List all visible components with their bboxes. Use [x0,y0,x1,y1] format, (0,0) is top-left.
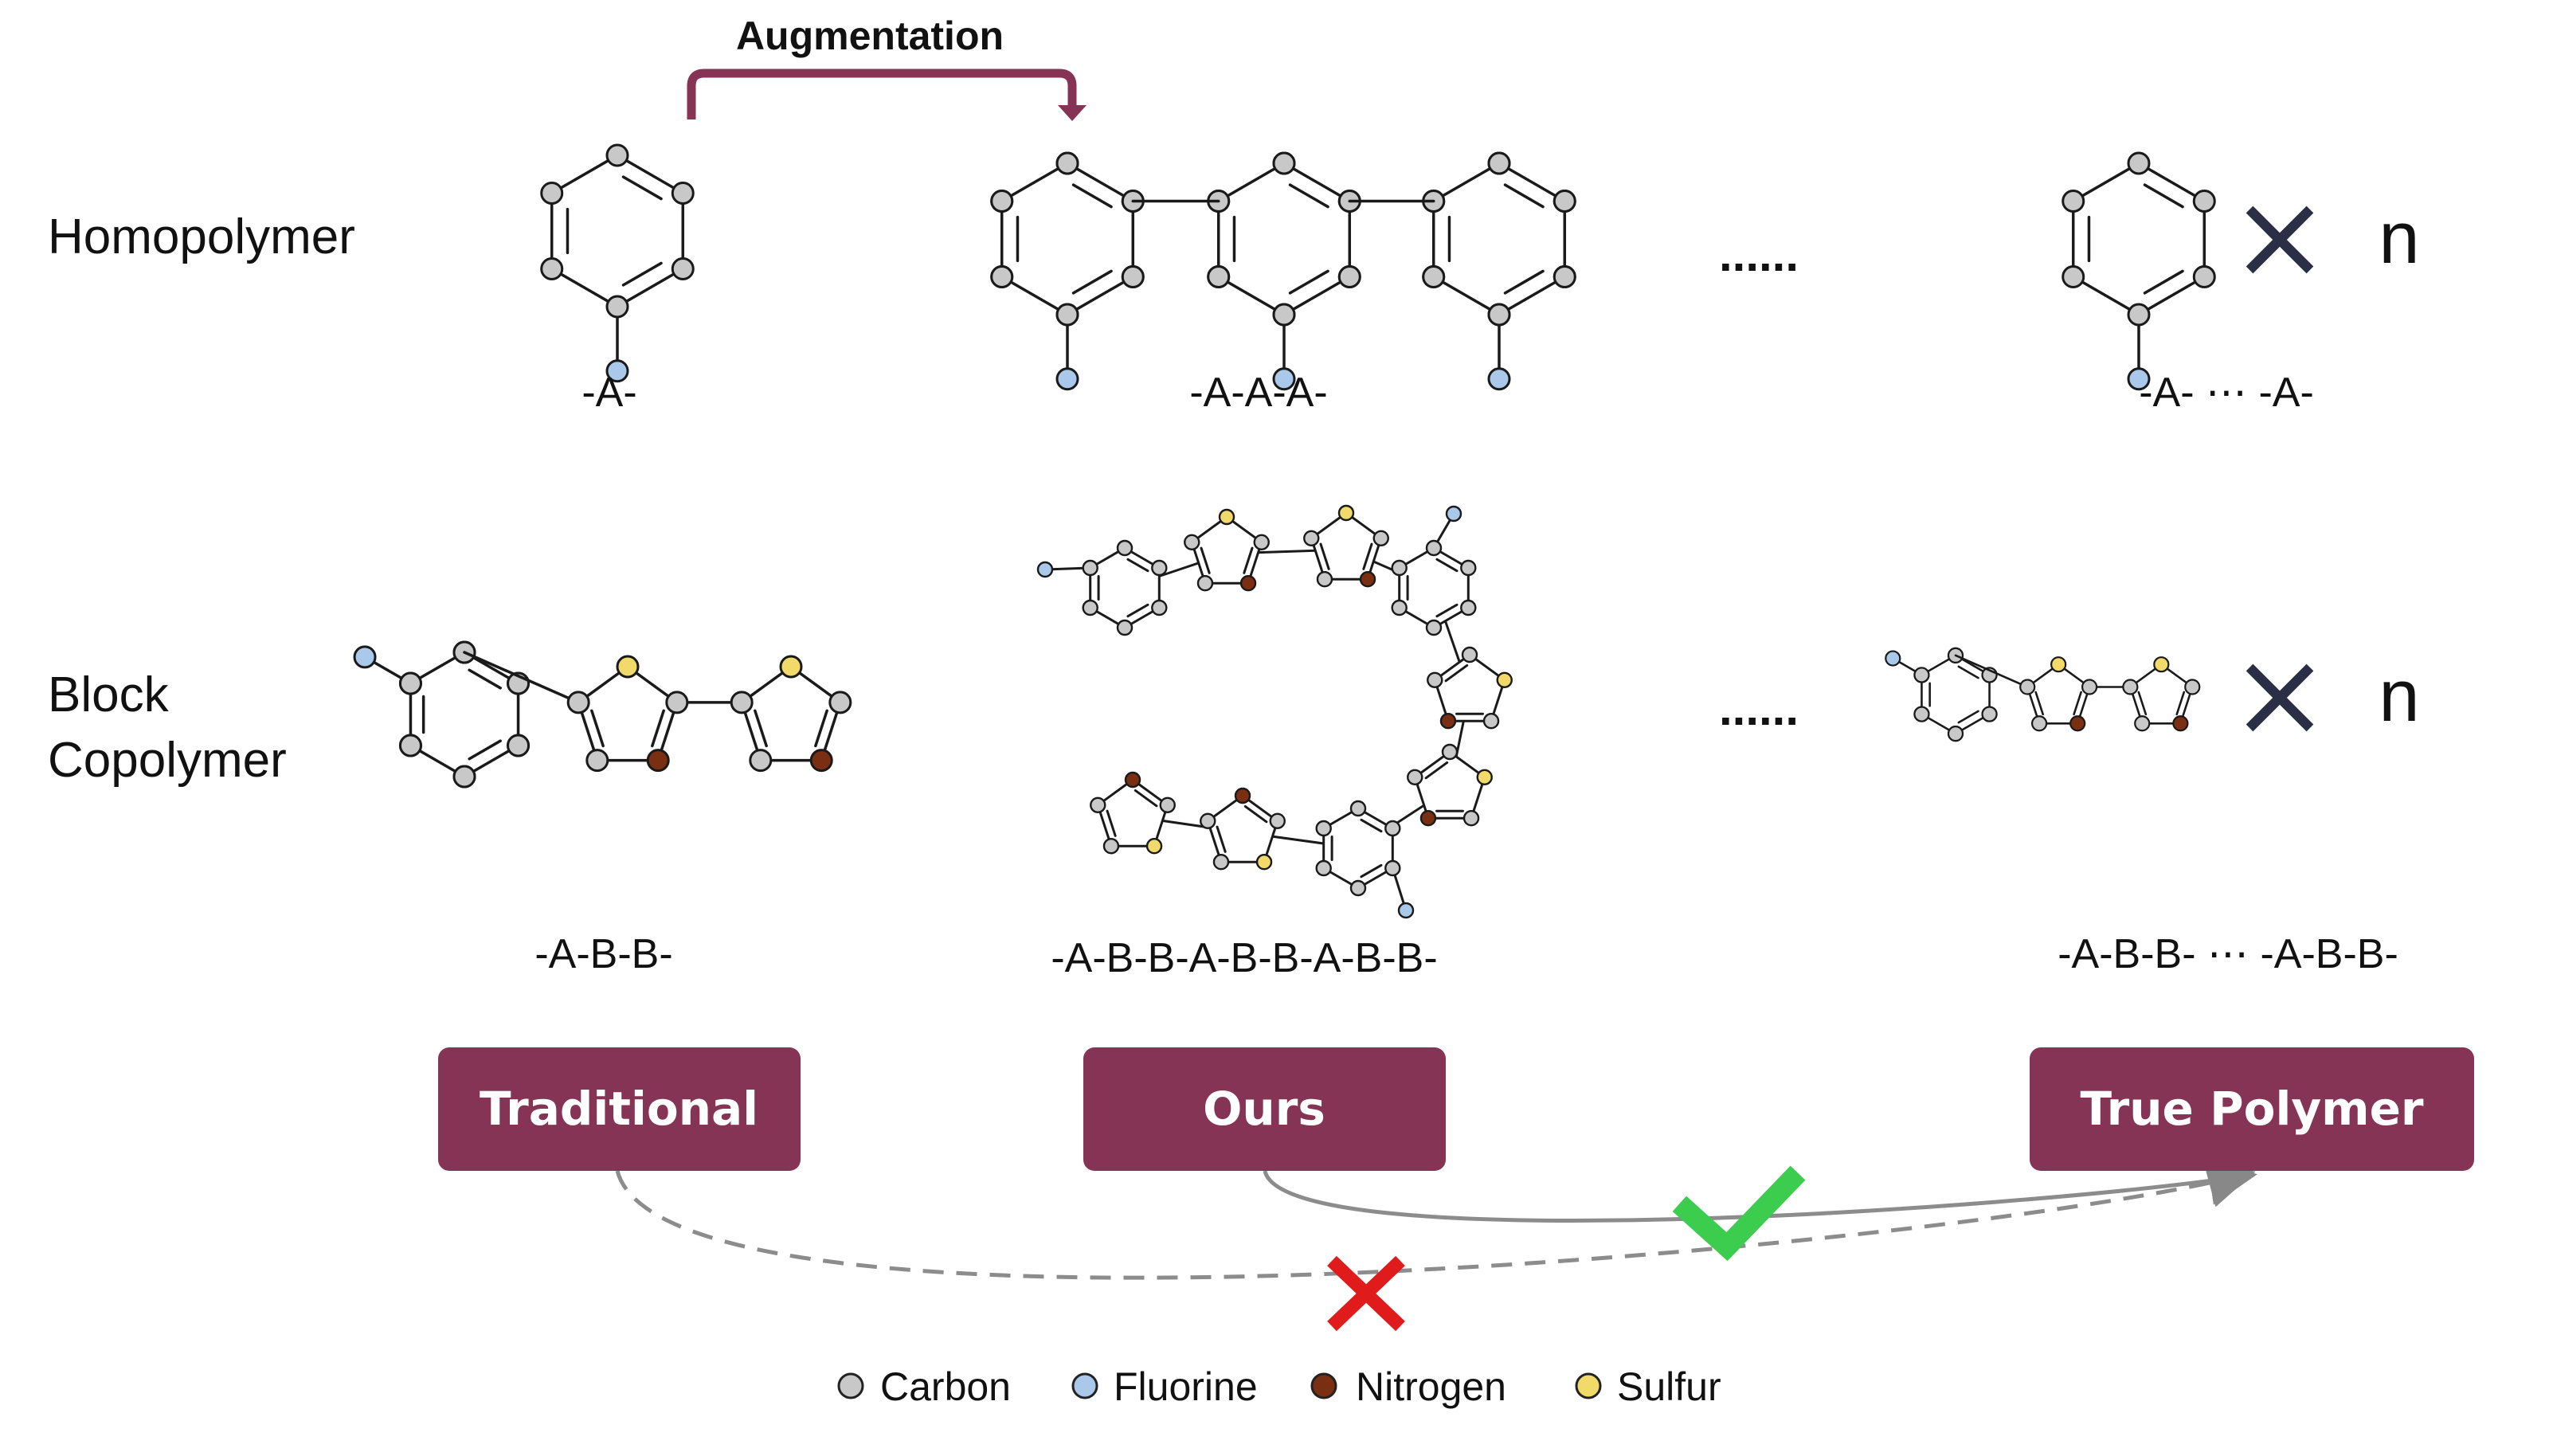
block-ours-thiophene-8 [1090,771,1176,855]
block-traditional-thiophene-1 [566,655,689,773]
traditional-to-true-connector [615,1160,2256,1280]
block-copolymer-label-line1: Block [48,667,170,722]
carbon-swatch-icon [837,1372,864,1399]
augmentation-arrow [687,68,1087,121]
traditional-button[interactable]: Traditional [438,1047,801,1171]
block-ours-thiophene-7 [1200,787,1286,871]
block-copolymer-label-line2: Copolymer [48,733,287,788]
legend-item-sulfur: Sulfur [1575,1364,1721,1409]
legend-label-nitrogen: Nitrogen [1356,1364,1506,1409]
block-ours-thiophene-1 [1184,508,1270,592]
ours-button[interactable]: Ours [1083,1047,1446,1171]
ours-button-label: Ours [1203,1082,1325,1136]
molecule-structures [353,143,2216,919]
legend: Carbon Fluorine Nitrogen Sulfur [837,1364,1721,1409]
homopolymer-multiply-icon: × [2230,167,2330,306]
block-copolymer-true-formula: -A-B-B- ⋯ -A-B-B- [2058,931,2398,977]
homopolymer-ours-ring-1 [990,151,1145,391]
ours-to-true-connector [1263,1157,2257,1223]
fluorine-swatch-icon [1071,1372,1098,1399]
block-ours-thiophene-4 [1427,646,1513,730]
homopolymer-n: n [2379,198,2419,279]
block-ours-thiophene-2 [1303,504,1389,588]
check-icon [1672,1165,1806,1262]
true-polymer-button[interactable]: True Polymer [2030,1047,2474,1171]
legend-item-fluorine: Fluorine [1071,1364,1258,1409]
block-copolymer-ours-formula: -A-B-B-A-B-B-A-B-B- [1051,935,1437,981]
block-true-thiophene-1 [2019,656,2098,732]
block-ours-benzene-3 [1391,505,1477,636]
block-copolymer-multiply-icon: × [2230,625,2330,764]
ring-link-bond [463,651,580,704]
augmentation-arrow-line [687,68,1077,119]
homopolymer-ours-ring-3 [1422,151,1576,391]
true-polymer-button-label: True Polymer [2080,1082,2423,1136]
block-traditional-thiophene-2 [730,655,852,773]
block-ours-thiophene-5 [1407,743,1493,827]
legend-item-nitrogen: Nitrogen [1310,1364,1506,1409]
block-copolymer-ellipsis: ...... [1719,682,1799,735]
homopolymer-traditional-ring [540,143,695,383]
block-true-benzene [1885,647,1998,742]
block-ours-benzene-0 [1036,539,1168,636]
legend-label-fluorine: Fluorine [1114,1364,1258,1409]
ring-link-bond [1954,654,2029,688]
block-copolymer-n: n [2379,656,2419,737]
block-copolymer-traditional-formula: -A-B-B- [534,931,672,977]
traditional-button-label: Traditional [480,1082,758,1136]
sulfur-swatch-icon [1575,1372,1602,1399]
homopolymer-label: Homopolymer [48,209,355,264]
block-traditional-benzene [353,640,531,789]
legend-label-carbon: Carbon [880,1364,1011,1409]
block-ours-benzene-6 [1315,800,1415,919]
homopolymer-ellipsis: ...... [1719,228,1799,281]
augmentation-arrow-head [1058,105,1087,121]
nitrogen-swatch-icon [1310,1372,1337,1399]
homopolymer-true-formula: -A- ⋯ -A- [2139,370,2314,416]
legend-label-sulfur: Sulfur [1617,1364,1721,1409]
block-true-thiophene-2 [2122,656,2201,732]
homopolymer-true-ring [2062,151,2216,391]
homopolymer-ours-ring-2 [1207,151,1361,391]
augmentation-label: Augmentation [736,14,1004,58]
homopolymer-ours-formula: -A-A-A- [1189,370,1327,416]
cross-icon [1327,1255,1405,1332]
legend-item-carbon: Carbon [837,1364,1011,1409]
homopolymer-traditional-formula: -A- [581,370,636,416]
